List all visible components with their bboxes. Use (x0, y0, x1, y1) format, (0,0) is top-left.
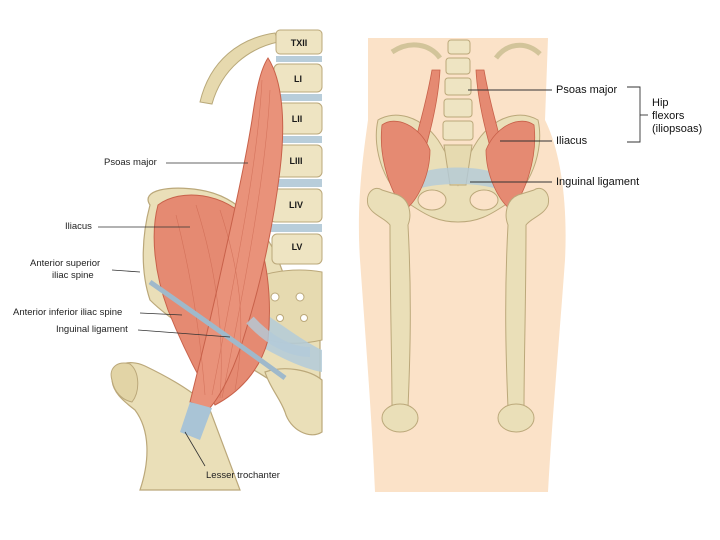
label-hip-flexors-line2: flexors (652, 110, 685, 122)
right-iliacus-left (380, 120, 431, 211)
right-leader-lines (468, 86, 648, 183)
right-femur-right (505, 187, 550, 409)
label-psoas-major-right: Psoas major (556, 84, 618, 96)
left-leader-lines (98, 162, 248, 467)
vertebra-label-l3: LIII (289, 156, 303, 166)
label-asis-line2: iliac spine (52, 270, 94, 281)
right-spine (442, 39, 474, 141)
femur (111, 362, 241, 491)
label-asis-line1: Anterior superior (30, 258, 101, 269)
inguinal-ligament-band (148, 279, 287, 381)
right-iliacus-right (485, 120, 536, 211)
vertebra-label-l1: LI (294, 74, 302, 84)
right-panel-illustration (358, 38, 648, 492)
lesser-trochanter-tendon (180, 402, 212, 440)
label-hip-flexors-line1: Hip (652, 97, 669, 109)
greater-trochanter (110, 362, 139, 403)
left-panel-illustration (0, 29, 323, 492)
label-iliacus-right: Iliacus (556, 135, 588, 147)
right-femur-left (366, 187, 411, 409)
vertebra-label-l5: LV (291, 242, 303, 252)
label-aiis: Anterior inferior iliac spine (13, 307, 123, 318)
label-inguinal-left: Inguinal ligament (56, 324, 128, 335)
label-psoas-major-left: Psoas major (104, 157, 157, 168)
vertebra-label-l2: LII (291, 114, 303, 124)
vertebra-label-txii: TXII (290, 38, 308, 48)
label-lesser-trochanter: Lesser trochanter (206, 470, 280, 481)
label-iliacus-left: Iliacus (65, 221, 92, 232)
lumbar-spine (269, 29, 323, 265)
label-inguinal-right: Inguinal ligament (556, 176, 640, 188)
label-hip-flexors-line3: (iliopsoas) (652, 123, 703, 135)
vertebra-label-l4: LIV (288, 200, 303, 210)
pubic-bone (264, 368, 323, 436)
